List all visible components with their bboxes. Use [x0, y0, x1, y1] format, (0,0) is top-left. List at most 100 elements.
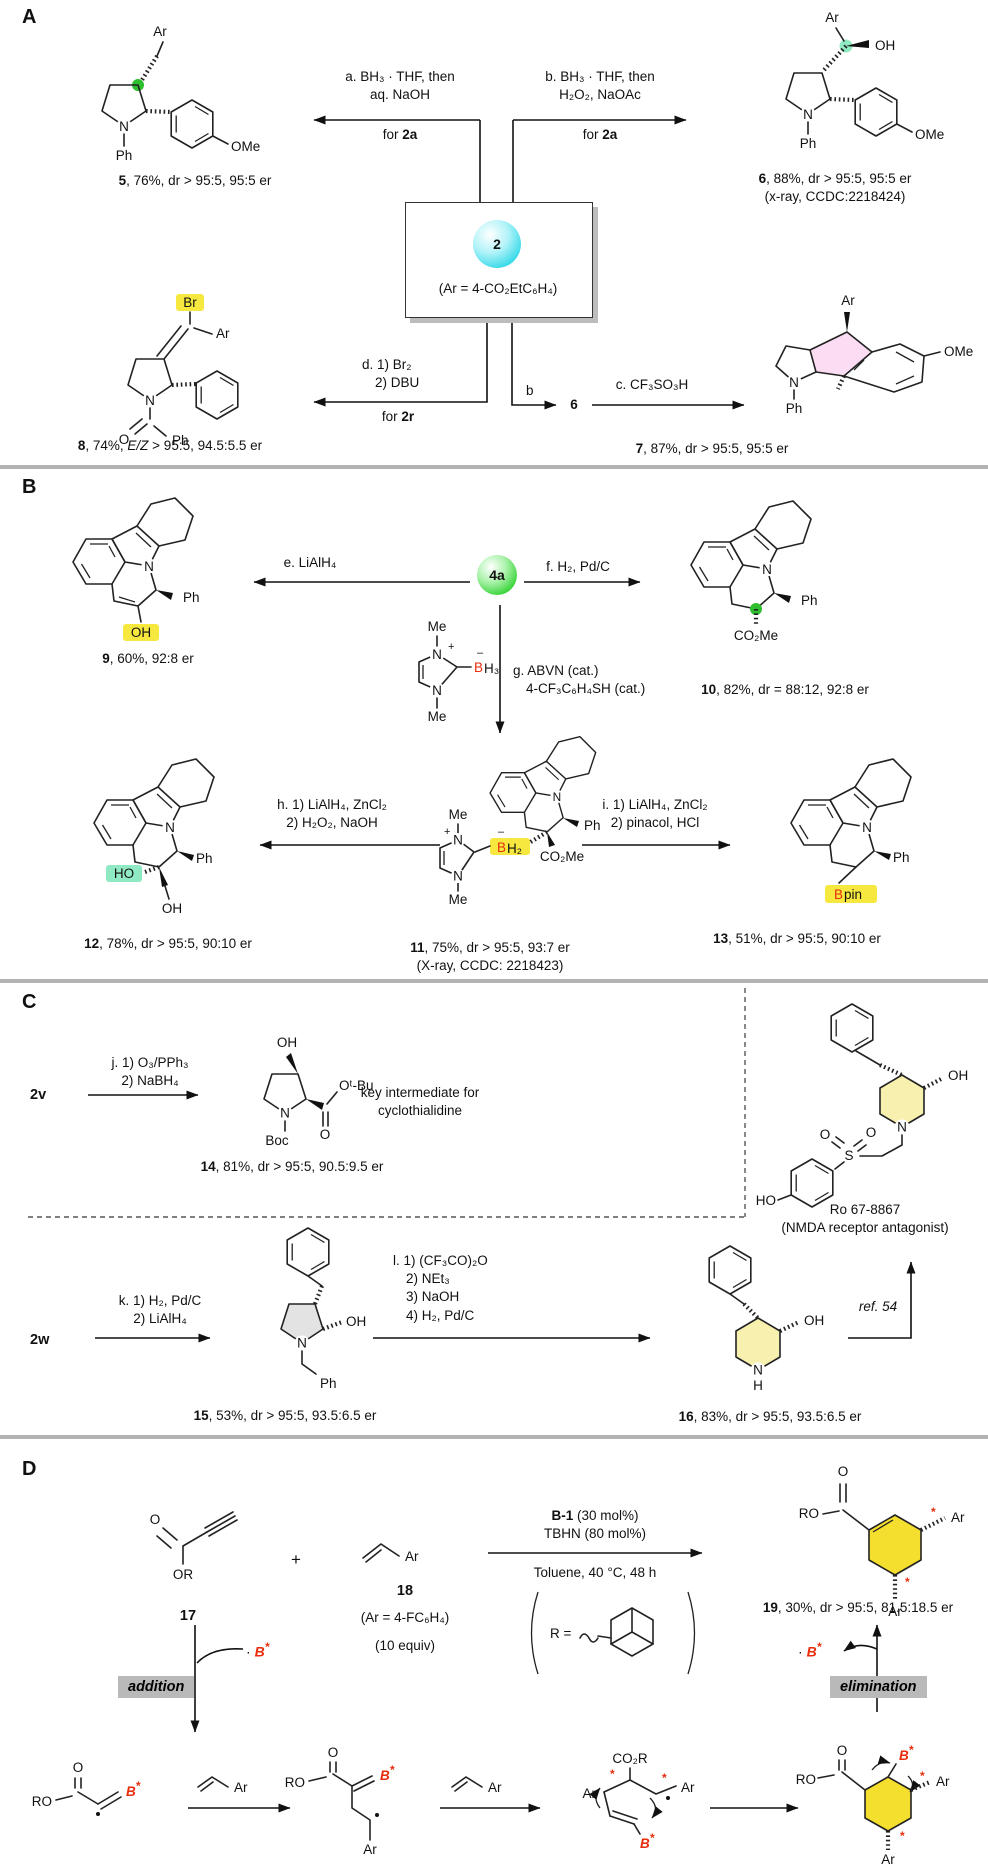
conditions-b-substrate: for 2a [582, 127, 618, 142]
o-atom: O [328, 1745, 339, 1760]
panel-d-label: D [22, 1458, 37, 1480]
boryl-radical-label: · B* [798, 1641, 822, 1660]
conditions-f: f. H₂, Pd/C [546, 559, 610, 574]
ho-label: HO [756, 1193, 776, 1208]
plus-charge: + [444, 826, 450, 838]
me-label: Me [428, 709, 447, 724]
ho-label: HO [114, 866, 134, 881]
ph-label: Ph [172, 433, 189, 448]
oh-label: OH [162, 901, 182, 916]
caption-10: 10, 82%, dr = 88:12, 92:8 er [701, 682, 869, 697]
conditions-l: l. 1) (CF₃CO)₂O 2) NEt₃ 3) NaOH 4) H₂, P… [393, 1253, 488, 1323]
h3-label: H₃ [484, 661, 499, 676]
compound-18-label: 18 [396, 1583, 414, 1599]
ph-label: Ph [801, 593, 818, 608]
s-atom: S [844, 1148, 853, 1163]
caption-14: 14, 81%, dr > 95:5, 90.5:9.5 er [200, 1159, 384, 1174]
ar-label: Ar [153, 24, 167, 39]
structure-5: Ar N Ph OMe [101, 24, 260, 163]
addition-box: addition [118, 1676, 195, 1698]
stereo-asterisk: * [905, 1575, 910, 1589]
minus-charge: – [498, 826, 505, 838]
n-atom: N [453, 833, 463, 848]
compound-6-label: 6 [570, 397, 578, 412]
panel-c-label: C [22, 991, 37, 1013]
conditions-d-line3: Toluene, 40 °C, 48 h [533, 1565, 657, 1580]
plus-sign: + [291, 1550, 301, 1569]
boron-atom: B [497, 840, 506, 855]
compound-17-label: 17 [179, 1608, 197, 1624]
compound-2v-label: 2v [30, 1087, 47, 1103]
ester-label: CO₂Me [540, 849, 584, 864]
structure-10: Ph CO₂Me [690, 500, 818, 643]
equiv-note: (10 equiv) [374, 1638, 436, 1653]
divider-c-d [0, 1435, 988, 1439]
structure-16: OH N H [708, 1245, 824, 1393]
ph-label: Ph [183, 590, 200, 605]
r-group-definition: R = [530, 1591, 696, 1675]
ph-label: Ph [584, 818, 601, 833]
ar-label: Ar [216, 326, 230, 341]
o-atom: O [866, 1125, 877, 1140]
me-label: Me [449, 807, 468, 822]
structure-19: O RO * Ar * Ar [799, 1464, 965, 1619]
ref-54-label: ref. 54 [858, 1299, 898, 1314]
structure-18: Ar [362, 1543, 419, 1564]
n-atom: N [897, 1120, 907, 1135]
ar-label: Ar [841, 293, 855, 308]
oh-label: OH [277, 1035, 297, 1050]
boryl-star: * [136, 1779, 141, 1793]
me-label: Me [428, 619, 447, 634]
stereo-asterisk: * [920, 1769, 925, 1783]
boryl-star: * [909, 1743, 914, 1757]
caption-12: 12, 78%, dr > 95:5, 90:10 er [84, 936, 252, 951]
ome-label: OMe [944, 344, 973, 359]
ro-label: RO [32, 1794, 52, 1809]
panel-d-arrows [188, 1548, 882, 1813]
me-label: Me [449, 892, 468, 907]
otbu-label: Oᵗ-Bu [339, 1078, 373, 1093]
step-b-label: b [526, 383, 534, 398]
panel-c-arrows [28, 988, 916, 1343]
mech-vinylarene-1: Ar [197, 1776, 248, 1795]
stereo-asterisk: * [610, 1767, 615, 1781]
h-label: H [753, 1378, 763, 1393]
structure-9: Ph OH [72, 497, 200, 641]
conditions-d-line2: TBHN (80 mol%) [543, 1526, 647, 1541]
n-atom: N [753, 1363, 763, 1378]
o-atom: O [838, 1464, 849, 1479]
ph-label: Ph [116, 148, 133, 163]
ar-label: Ar [583, 1786, 597, 1801]
divider-a-b [0, 465, 988, 469]
structure-15: OH N Ph [280, 1227, 366, 1391]
boryl-star: * [390, 1763, 395, 1777]
ar-label: Ar [488, 1780, 502, 1795]
structure-12: HO Ph OH [93, 758, 215, 916]
ome-label: OMe [231, 139, 260, 154]
caption-8: 8, 74%, E/Z > 95:5, 94.5:5.5 er [77, 438, 263, 453]
mech-transition-state: CO₂R * Ar * Ar B * [583, 1751, 696, 1851]
structure-11: Ph CO₂Me – B H₂ N + N Me Me [439, 735, 601, 907]
mech-intermediate-1: O RO B * [32, 1760, 141, 1816]
oh-label: OH [875, 38, 895, 53]
r-equals-label: R = [550, 1626, 572, 1641]
caption-5: 5, 76%, dr > 95:5, 95:5 er [118, 173, 272, 188]
n-atom: N [432, 647, 442, 662]
panel-a-arrows [313, 115, 745, 410]
panel-a-label: A [22, 6, 37, 28]
structure-ro67-8867: OH N S O O HO [756, 1003, 968, 1208]
structure-7: Ar OMe N Ph [775, 293, 973, 416]
ar-label: Ar [363, 1842, 377, 1857]
structure-17: O OR [150, 1511, 238, 1582]
caption-16: 16, 83%, dr > 95:5, 93.5:6.5 er [678, 1409, 862, 1424]
boryl-label: B [899, 1748, 909, 1763]
ar-label: Ar [936, 1774, 950, 1789]
ro-label: RO [799, 1506, 819, 1521]
